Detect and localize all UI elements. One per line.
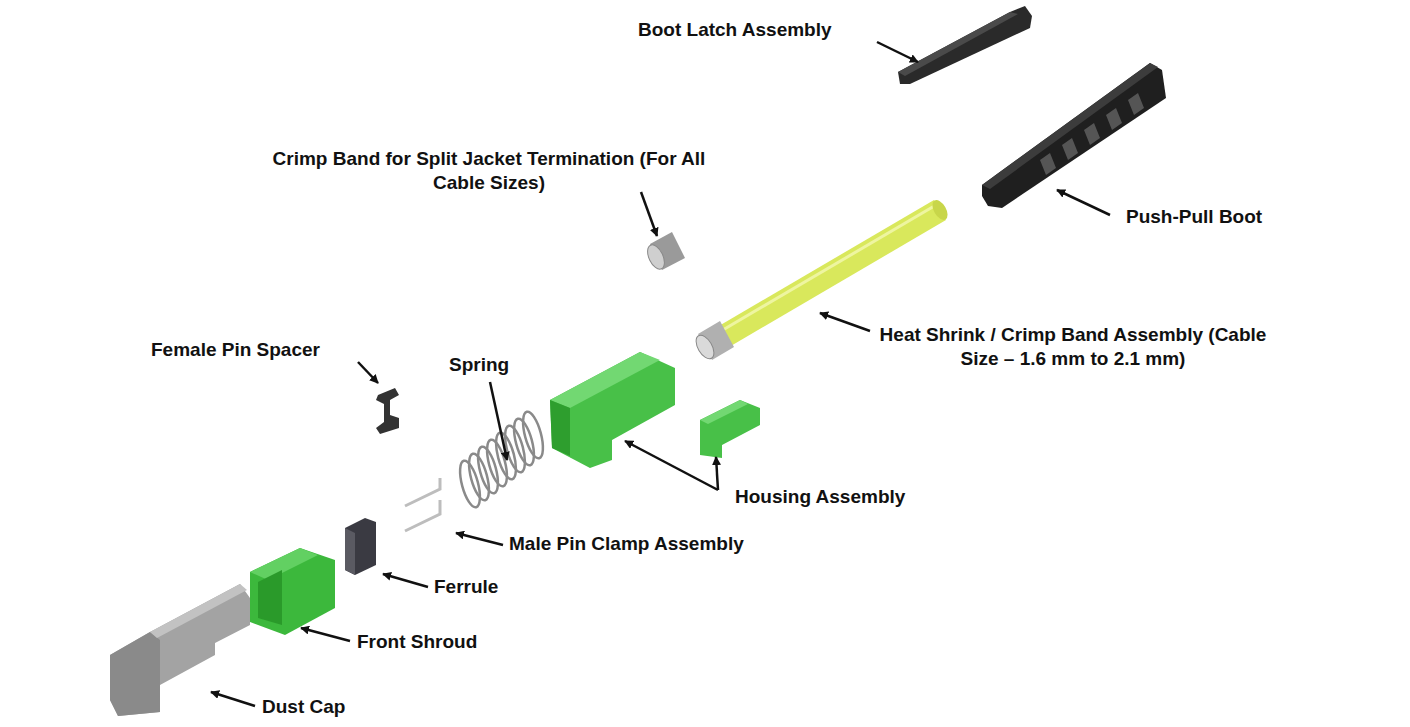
leader-line [716, 457, 718, 490]
boot-latch [898, 6, 1032, 84]
housing-face [550, 400, 570, 456]
boot-slots [1040, 93, 1144, 175]
male-pin-clamp [405, 478, 440, 531]
slot [1062, 138, 1078, 160]
part-label: Ferrule [434, 575, 498, 599]
part-label: Boot Latch Assembly [638, 18, 832, 42]
crimp-band [644, 232, 685, 272]
housing-body [550, 352, 675, 468]
slot [1084, 123, 1100, 145]
leader-line [211, 692, 255, 706]
part-label: Spring [449, 353, 509, 377]
pin [405, 478, 440, 506]
housing [550, 352, 760, 468]
boot-body [982, 63, 1166, 208]
part-label: Housing Assembly [735, 485, 905, 509]
leader-line [820, 313, 870, 331]
leader-line [456, 533, 503, 545]
leader-line [877, 42, 918, 62]
spring [456, 410, 547, 510]
part-label: Front Shroud [357, 630, 477, 654]
clip-top [700, 400, 748, 424]
tube-highlight [716, 205, 936, 334]
cap-top [150, 584, 247, 638]
shroud-face [258, 570, 282, 625]
ferrule-face [345, 528, 355, 575]
latch-top [898, 12, 1018, 76]
leader-line [1057, 190, 1110, 215]
part-label: Push-Pull Boot [1126, 205, 1262, 229]
slot [1040, 153, 1056, 175]
shroud-top [250, 548, 318, 580]
coil [519, 410, 547, 461]
cap-body [110, 584, 250, 716]
part-label: Crimp Band for Split Jacket Termination … [259, 147, 719, 195]
boot-top [982, 63, 1158, 189]
leader-line [358, 362, 378, 383]
ferrule [345, 518, 376, 575]
housing-top [550, 352, 660, 408]
slot [1106, 108, 1122, 130]
female-pin-spacer [376, 388, 399, 434]
part-label: Female Pin Spacer [151, 338, 320, 362]
band-end [644, 242, 668, 271]
part-label: Dust Cap [262, 695, 345, 719]
leader-line [625, 441, 718, 490]
push-pull-boot [982, 63, 1166, 208]
part-label: Male Pin Clamp Assembly [509, 532, 744, 556]
tube-end [929, 197, 950, 222]
slot [1128, 93, 1144, 115]
leader-line [490, 382, 507, 460]
band-end [692, 332, 717, 362]
leader-lines [211, 42, 1110, 706]
ferrule-body [345, 518, 376, 575]
cap-face [110, 632, 160, 716]
front-shroud [250, 548, 335, 635]
dust-cap [110, 584, 250, 716]
leader-line [641, 192, 657, 236]
shroud-body [250, 548, 335, 635]
part-label: Heat Shrink / Crimp Band Assembly (Cable… [873, 323, 1273, 371]
leader-line [301, 628, 350, 641]
pin [405, 500, 440, 531]
housing-clip [700, 400, 760, 458]
latch-body [898, 6, 1032, 84]
leader-line [383, 574, 428, 587]
